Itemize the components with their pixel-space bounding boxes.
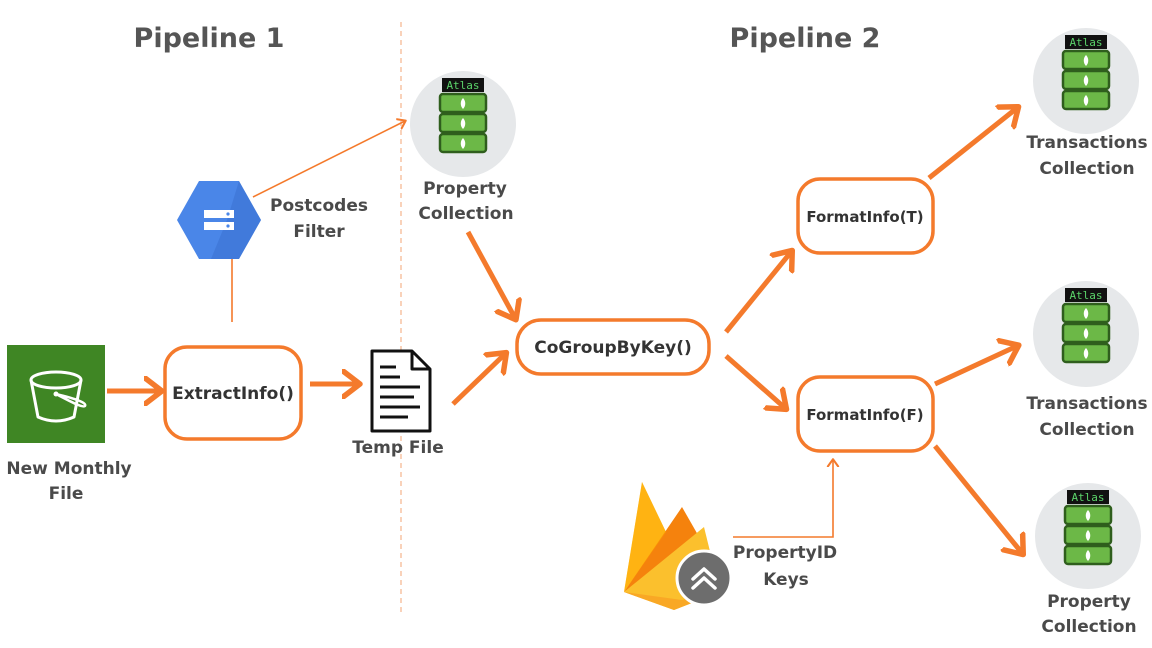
mongodb-atlas-icon: Atlas <box>1031 279 1141 389</box>
arrow-property-to-cogroup <box>465 230 515 318</box>
mongodb-atlas-icon: Atlas <box>408 69 518 179</box>
arrow-format-t-to-transactions <box>927 108 1017 180</box>
arrow-format-f-to-transactions <box>933 346 1017 387</box>
atlas-badge: Atlas <box>1069 36 1102 49</box>
arrow-filter-to-property <box>252 121 405 198</box>
atlas-badge: Atlas <box>1071 491 1104 504</box>
arrow-cogroup-to-format-f <box>724 354 785 408</box>
transactions-mid-label-l2: Collection <box>1039 420 1134 440</box>
new-monthly-file-label-l1: New Monthly <box>6 459 131 479</box>
mongodb-atlas-icon: Atlas <box>1033 481 1143 591</box>
cogroupbykey-node[interactable]: CoGroupByKey() <box>515 318 711 376</box>
pipeline1-title: Pipeline 1 <box>134 23 285 54</box>
transactions-mid-label-l1: Transactions <box>1026 394 1147 414</box>
firebase-icon <box>624 482 733 610</box>
transactions-top-label-l1: Transactions <box>1026 133 1147 153</box>
arrow-keys-to-format-f <box>733 460 833 538</box>
formatinfo-t-node[interactable]: FormatInfo(T) <box>796 177 935 255</box>
mongodb-atlas-icon: Atlas <box>1031 26 1141 136</box>
property-collection-label-l2: Collection <box>418 204 513 224</box>
atlas-badge: Atlas <box>446 79 479 92</box>
document-icon <box>370 349 432 433</box>
arrow-cogroup-to-format-t <box>724 252 791 334</box>
arrow-temp-to-cogroup <box>451 354 505 406</box>
property-out-label-l1: Property <box>1047 592 1131 612</box>
postcodes-filter-label-l2: Filter <box>293 222 345 242</box>
transactions-top-label-l2: Collection <box>1039 159 1134 179</box>
cogroupbykey-label: CoGroupByKey() <box>534 338 692 358</box>
s3-bucket-icon <box>7 345 105 443</box>
temp-file-label: Temp File <box>352 438 443 458</box>
property-collection-label-l1: Property <box>423 179 507 199</box>
property-out-label-l2: Collection <box>1041 617 1136 637</box>
extract-info-label: ExtractInfo() <box>172 384 294 404</box>
formatinfo-f-node[interactable]: FormatInfo(F) <box>796 375 935 453</box>
postcodes-filter-label-l1: Postcodes <box>270 196 368 216</box>
pipeline2-title: Pipeline 2 <box>730 23 881 54</box>
atlas-badge: Atlas <box>1069 289 1102 302</box>
formatinfo-f-label: FormatInfo(F) <box>806 406 923 424</box>
cloud-filestore-icon <box>177 181 261 259</box>
arrow-format-f-to-property <box>933 444 1022 553</box>
formatinfo-t-label: FormatInfo(T) <box>806 208 923 226</box>
propertyid-keys-label-l2: Keys <box>763 570 809 590</box>
propertyid-keys-label-l1: PropertyID <box>733 543 837 563</box>
extract-info-node[interactable]: ExtractInfo() <box>163 345 303 441</box>
new-monthly-file-label-l2: File <box>49 484 84 504</box>
